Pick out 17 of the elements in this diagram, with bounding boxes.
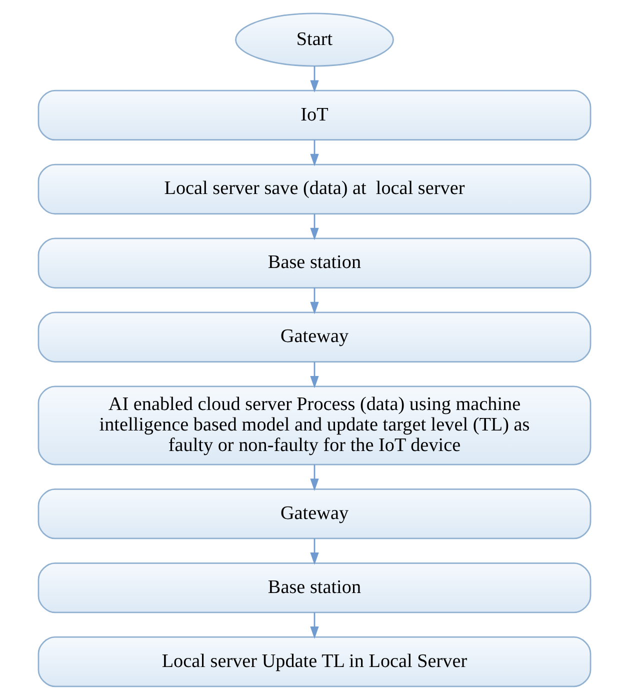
node-box: AI enabled cloud server Process (data) using machine intelligence based model and update target level (TL) as faulty or non-faulty for the IoT device xyxy=(38,386,592,466)
arrow xyxy=(310,464,319,491)
arrow xyxy=(310,66,319,93)
arrow xyxy=(310,362,319,388)
arrow xyxy=(310,288,319,314)
node-box: Local server Update TL in Local Server xyxy=(38,636,592,688)
node-box: Gateway xyxy=(38,488,592,540)
node-box: Base station xyxy=(38,238,592,288)
node-box: Gateway xyxy=(38,312,592,362)
arrow xyxy=(310,612,319,639)
arrow xyxy=(310,538,319,565)
node-box: Base station xyxy=(38,562,592,614)
arrow xyxy=(310,140,319,166)
node-box: IoT xyxy=(38,90,592,141)
arrow xyxy=(310,214,319,240)
node-ellipse: Start xyxy=(235,12,394,67)
node-box: Local server save (data) at local server xyxy=(38,164,592,214)
